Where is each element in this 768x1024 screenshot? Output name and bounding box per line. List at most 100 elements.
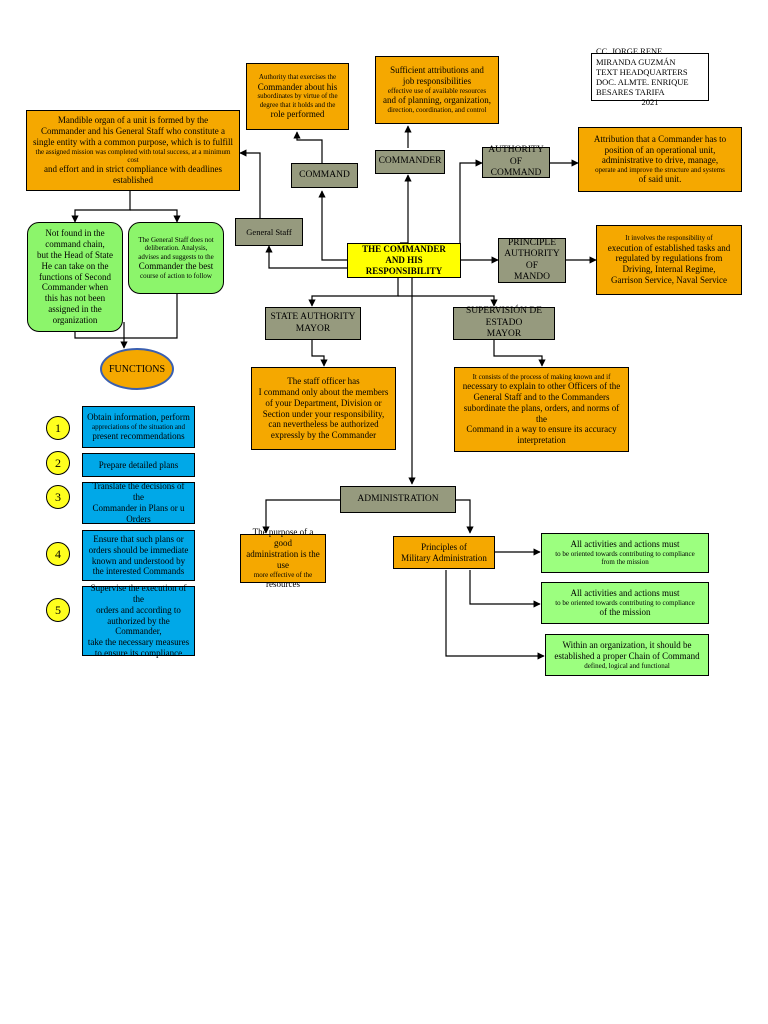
principle-authority-desc-l3: regulated by regulations from (615, 253, 723, 264)
function-1-l3: present recommendations (92, 431, 185, 442)
state-authority-node: STATE AUTHORITY MAYOR (265, 307, 361, 340)
function-number-5: 5 (46, 598, 70, 622)
administration-purpose: The purpose of a good administration is … (240, 527, 326, 589)
commander-desc-l1: Sufficient attributions and (390, 65, 484, 76)
admin-green3-l2: established a proper Chain of Command (554, 650, 700, 661)
supervision-desc-l5: Command in a way to ensure its accuracy (466, 424, 617, 435)
authority-command-l1: AUTHORITY OF (488, 145, 544, 167)
command-node: COMMAND (291, 163, 358, 188)
commander-desc-l5: direction, coordination, and control (387, 106, 487, 115)
general-staff-desc-l3: single entity with a common purpose, whi… (33, 136, 233, 147)
center-line-2: RESPONSIBILITY (365, 265, 443, 276)
supervision-desc-l4: subordinate the plans, orders, and norms… (463, 402, 620, 424)
chain-note-l3: but the Head of State (37, 250, 113, 260)
authority-command-desc-l2: position of an operational unit, (604, 144, 716, 155)
credits-source: TEXT HEADQUARTERS (596, 66, 688, 77)
function-2-l1: Prepare detailed plans (98, 459, 179, 470)
general-staff-description: Mandible organ of a unit is formed by th… (26, 110, 240, 191)
admin-purpose-l4: resources (266, 578, 300, 589)
general-staff-chain-note: Not found in the command chain, but the … (27, 222, 123, 332)
principle-authority-l3: MANDO (514, 271, 550, 282)
chain-note-l2: command chain, (45, 239, 105, 250)
principle-authority-desc-l4: Driving, Internal Regime, (622, 264, 716, 275)
supervision-l1: SUPERVISIÓN DE ESTADO (465, 306, 543, 328)
function-num-1: 1 (55, 420, 61, 435)
administration-principles: Principles of Military Administration (393, 536, 495, 569)
state-authority-desc-l4: Section under your responsibility, (262, 408, 385, 419)
state-authority-l2: MAYOR (295, 323, 331, 334)
advice-note-l1: The General Staff does not (138, 235, 214, 244)
principle-authority-desc-l5: Garrison Service, Naval Service (611, 274, 727, 285)
command-description: Authority that exercises the Commander a… (246, 63, 349, 130)
function-3-l2: Commander in Plans or u (92, 503, 185, 513)
principle-authority-node: PRINCIPLE AUTHORITY OF MANDO (498, 238, 566, 283)
function-4-l1: Ensure that such plans or (93, 533, 184, 544)
credits-author: CC. JORGE RENE MIRANDA GUZMÁN (596, 46, 676, 67)
functions-node: FUNCTIONS (100, 348, 174, 390)
center-node: THE COMMANDER AND HIS RESPONSIBILITY (347, 243, 461, 278)
function-5-l2: orders and according to (96, 604, 181, 615)
commander-node: COMMANDER (375, 150, 445, 174)
advice-note-l4: Commander the best (138, 260, 214, 271)
function-number-1: 1 (46, 416, 70, 440)
state-authority-desc-l3: of your Department, Division or (265, 397, 382, 408)
function-number-2: 2 (46, 451, 70, 475)
authority-command-desc-l3: administrative to drive, manage, (601, 155, 719, 166)
state-authority-desc-l1: The staff officer has (287, 376, 360, 387)
function-5-l4: take the necessary measures (87, 637, 190, 648)
authority-of-command-node: AUTHORITY OF COMMAND (482, 145, 550, 179)
administration-principle-3: Within an organization, it should be est… (545, 634, 709, 676)
administration-principle-2: All activities and actions must to be or… (541, 582, 709, 624)
admin-purpose-l1: The purpose of a good (252, 527, 314, 549)
function-num-4: 4 (55, 546, 61, 561)
general-staff-desc-l4: the assigned mission was completed with … (35, 147, 231, 164)
command-desc-l1: Authority that exercises the (258, 73, 337, 82)
advice-note-l2: deliberation. Analysis, (144, 244, 208, 253)
command-desc-l5: role performed (270, 109, 325, 120)
command-desc-l3: subordinates by virtue of the (257, 92, 338, 101)
general-staff-desc-l6: established (113, 175, 153, 186)
commander-label: COMMANDER (378, 156, 442, 167)
commander-desc-l3: effective use of available resources (387, 87, 487, 95)
chain-note-l6: Commander when (41, 282, 109, 293)
admin-green2-l2: to be oriented towards contributing to c… (555, 598, 695, 607)
general-staff-desc-l2: Commander and his General Staff who cons… (40, 125, 226, 136)
credits-box: CC. JORGE RENE MIRANDA GUZMÁN TEXT HEADQ… (591, 46, 709, 107)
supervision-desc-l1: It consists of the process of making kno… (472, 372, 611, 381)
functions-label: FUNCTIONS (108, 363, 166, 375)
function-4-l2: orders should be immediate (88, 544, 189, 555)
function-item-5: Supervise the execution of the orders an… (82, 583, 195, 658)
principle-authority-desc-l2: execution of established tasks and (607, 242, 731, 253)
general-staff-label: General Staff (246, 226, 292, 237)
function-num-5: 5 (55, 602, 61, 617)
command-desc-l4: degree that it holds and the (259, 100, 336, 109)
function-1-l1: Obtain information, perform (87, 412, 190, 422)
general-staff-node: General Staff (235, 218, 303, 246)
authority-command-l2: COMMAND (490, 168, 542, 179)
admin-green2-l1: All activities and actions must (570, 588, 680, 598)
principle-authority-l2: AUTHORITY OF (504, 249, 560, 271)
commander-description: Sufficient attributions and job responsi… (375, 56, 499, 124)
authority-command-desc-l1: Attribution that a Commander has to (593, 133, 727, 144)
state-authority-l1: STATE AUTHORITY (270, 312, 356, 323)
advice-note-l5: course of action to follow (140, 271, 212, 280)
admin-green1-l3: from the mission (601, 558, 649, 567)
function-5-l5: to ensure its compliance (94, 648, 183, 658)
function-4-l3: known and understood by (91, 555, 186, 566)
supervision-desc-l3: General Staff and to the Commanders (473, 392, 610, 403)
admin-green1-l2: to be oriented towards contributing to c… (555, 550, 695, 558)
command-desc-l2: Commander about his (257, 81, 338, 92)
function-item-3: Translate the decisions of the Commander… (82, 481, 195, 524)
administration-principle-1: All activities and actions must to be or… (541, 533, 709, 573)
general-staff-desc-l1: Mandible organ of a unit is formed by th… (57, 115, 209, 126)
supervision-l2: MAYOR (486, 329, 522, 340)
authority-command-desc-l5: of said unit. (638, 174, 682, 185)
credits-year: 2021 (641, 97, 659, 108)
chain-note-l1: Not found in the (45, 228, 105, 239)
chain-note-l7: this has not been (44, 293, 106, 304)
administration-label: ADMINISTRATION (357, 493, 439, 504)
admin-green2-l3: of the mission (599, 607, 651, 618)
advice-note-l3: advises and suggests to the (138, 252, 214, 261)
function-item-4: Ensure that such plans or orders should … (82, 530, 195, 581)
admin-green3-l3: defined, logical and functional (584, 661, 670, 670)
